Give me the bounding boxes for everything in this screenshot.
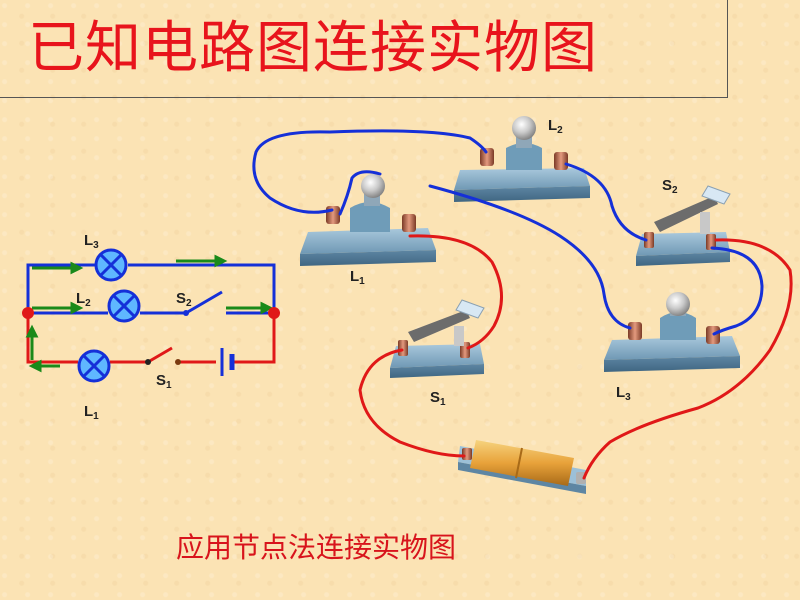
physical-wires: [252, 129, 793, 480]
switch-s1: [390, 299, 485, 378]
schematic-current-arrows: [25, 254, 274, 373]
schematic-label-l1: L1: [84, 403, 99, 422]
label-l3: L3: [616, 384, 631, 403]
lamp-l3: [604, 292, 740, 372]
label-s1: S1: [430, 389, 446, 408]
switch-s2-contact: [183, 310, 189, 316]
junction-node-left: [22, 307, 34, 319]
switch-s1-contact-2: [175, 359, 181, 365]
schematic-blue-wires: [26, 263, 276, 315]
switch-s1-contact: [145, 359, 151, 365]
schematic-label-l3: L3: [84, 232, 99, 251]
title-underline: [0, 97, 727, 98]
schematic-lamp-l2: [107, 289, 141, 323]
junction-node-right: [268, 307, 280, 319]
subtitle: 应用节点法连接实物图: [176, 531, 457, 564]
page-title: 已知电路图连接实物图: [28, 16, 598, 81]
label-s2: S2: [662, 177, 678, 196]
label-l2: L2: [548, 117, 563, 136]
battery-holder: [458, 440, 586, 494]
schematic-label-l2: L2: [76, 290, 91, 309]
label-l1: L1: [350, 268, 365, 287]
schematic-label-s2: S2: [176, 290, 192, 309]
schematic-red-wires: [26, 313, 276, 364]
schematic-label-s1: S1: [156, 372, 172, 391]
lamp-l2: [454, 116, 590, 202]
lamp-l1: [300, 174, 436, 266]
schematic-lamp-l1: [77, 349, 111, 383]
switch-s2: [636, 185, 731, 266]
schematic-battery: [220, 348, 235, 376]
schematic-lamp-l3: [94, 248, 128, 282]
schematic: L3 L2 S2 S1 L1: [22, 232, 280, 422]
title-divider: [727, 0, 728, 98]
